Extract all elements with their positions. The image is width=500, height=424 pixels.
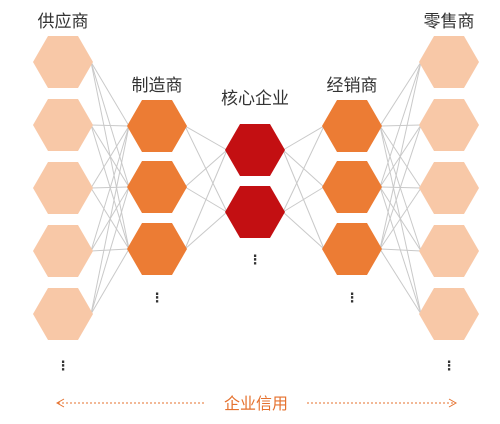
- hexagon-nodes: [33, 36, 479, 340]
- connection-edge: [379, 61, 422, 127]
- retailer-hexagon: [419, 288, 479, 340]
- core-hexagon: [225, 124, 285, 176]
- retailer-ellipsis: ⋮: [443, 359, 456, 374]
- manufacturer-hexagon: [127, 161, 187, 213]
- enterprise-credit-label: 企业信用: [224, 394, 288, 413]
- distributor-hexagon: [322, 100, 382, 152]
- supplier-hexagon: [33, 288, 93, 340]
- manufacturer-label: 制造商: [132, 76, 183, 96]
- connection-edge: [379, 125, 422, 315]
- distributor-label: 经销商: [327, 76, 378, 96]
- connection-edge: [184, 125, 228, 151]
- core-hexagon: [225, 186, 285, 238]
- connection-edge: [90, 61, 130, 127]
- connection-edge: [90, 248, 130, 315]
- connection-edge: [90, 125, 130, 189]
- connection-edge: [282, 125, 325, 213]
- core-ellipsis: ⋮: [249, 253, 262, 268]
- connection-edge: [379, 61, 422, 188]
- arrow-left-icon: [55, 398, 65, 408]
- connection-edge: [184, 149, 228, 188]
- connection-edge: [282, 186, 325, 213]
- retailer-hexagon: [419, 162, 479, 214]
- manufacturer-hexagon: [127, 100, 187, 152]
- supplier-label: 供应商: [38, 12, 89, 32]
- connection-edge: [379, 61, 422, 250]
- connection-edge: [90, 61, 130, 188]
- retailer-hexagon: [419, 225, 479, 277]
- connection-edge: [90, 125, 130, 315]
- connection-edge: [282, 211, 325, 250]
- arrow-right-icon: [448, 398, 458, 408]
- connection-edge: [379, 187, 422, 250]
- connection-edge: [379, 248, 422, 315]
- credit-arrow: 企业信用: [55, 394, 458, 413]
- retailer-hexagon: [419, 36, 479, 88]
- connection-edge: [184, 149, 228, 250]
- connection-edge: [282, 125, 325, 151]
- manufacturer-ellipsis: ⋮: [151, 291, 164, 306]
- retailer-label: 零售商: [424, 12, 475, 32]
- connection-edge: [379, 124, 422, 250]
- core-enterprise-label: 核心企业: [221, 89, 289, 109]
- connection-edge: [90, 186, 130, 315]
- connection-edge: [90, 124, 130, 188]
- supplier-ellipsis: ⋮: [57, 359, 70, 374]
- connection-edge: [379, 248, 422, 252]
- connection-edge: [90, 124, 130, 127]
- supplier-hexagon: [33, 99, 93, 151]
- distributor-ellipsis: ⋮: [346, 291, 359, 306]
- connection-edges: [90, 61, 422, 315]
- distributor-hexagon: [322, 161, 382, 213]
- supplier-hexagon: [33, 225, 93, 277]
- supplier-hexagon: [33, 36, 93, 88]
- connection-edge: [184, 211, 228, 250]
- distributor-hexagon: [322, 223, 382, 275]
- manufacturer-hexagon: [127, 223, 187, 275]
- connection-edge: [90, 125, 130, 252]
- retailer-hexagon: [419, 99, 479, 151]
- supplier-hexagon: [33, 162, 93, 214]
